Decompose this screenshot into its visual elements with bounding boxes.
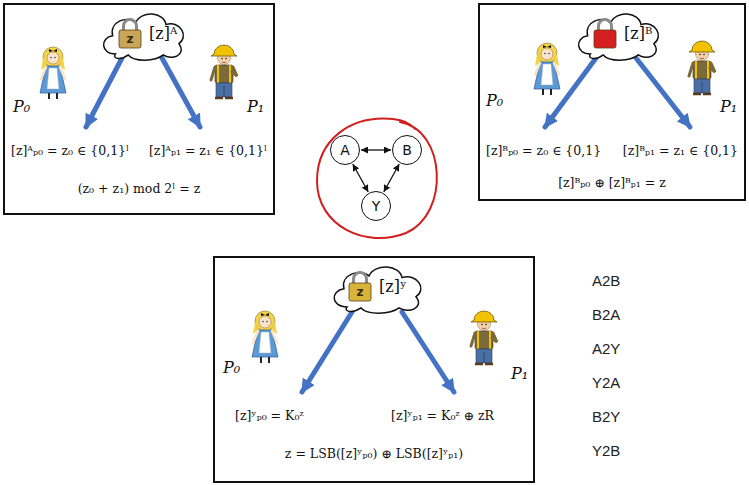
share-formula: [z]ᴬₚ₀ = z₀ ∈ {0,1}ˡ xyxy=(11,143,129,158)
party-label: P₁ xyxy=(511,364,528,383)
party-figure xyxy=(40,41,715,364)
share-formula: (z₀ + z₁) mod 2ˡ = z xyxy=(78,181,201,196)
sharing-type: Y xyxy=(372,198,381,215)
highlight-circle xyxy=(317,119,437,238)
sharing-box: [z]ᴮP₀ P₁ [z]ᴮₚ₀ = z₀ ∈ {0,1} [z]ᴮₚ₁ = z₁ ∈… xyxy=(478,3,746,201)
conversion-name: Y2A xyxy=(592,374,620,392)
party-label: P₀ xyxy=(13,97,30,116)
sharing-node: B xyxy=(392,135,422,165)
party-label: P₀ xyxy=(486,91,503,110)
party-label: P₀ xyxy=(223,358,240,377)
cloud-outline xyxy=(579,14,659,60)
sharing-node: Y xyxy=(361,191,391,221)
conversion-arrow xyxy=(353,164,369,192)
share-formula: [z]ᴮₚ₀ ⊕ [z]ᴮₚ₁ = z xyxy=(558,175,666,190)
lock-icon xyxy=(594,20,616,49)
share-formula: [z]ʸₚ₀ = K₀ᶻ xyxy=(235,408,304,423)
share-formula: [z]ᴬₚ₁ = z₁ ∈ {0,1}ˡ xyxy=(149,143,267,158)
conversion-arrow xyxy=(384,164,400,192)
conversion-name: A2Y xyxy=(592,340,620,358)
share-formula: [z]ᴮₚ₀ = z₀ ∈ {0,1} xyxy=(486,143,601,158)
secret-label: [z]ᴬ xyxy=(149,24,177,43)
secret-label: [z]ᴮ xyxy=(624,24,652,43)
conversion-name: B2A xyxy=(592,306,620,324)
sharing-type: B xyxy=(402,142,412,159)
sharing-box: z [z]ʸP₀ P₁ [z]ʸₚ₀ = K₀ᶻ [z]ʸₚ₁ = K₀ᶻ ⊕ zR z … xyxy=(213,256,535,483)
cloud-outline xyxy=(104,14,184,60)
secret-label: [z]ʸ xyxy=(379,277,407,296)
party-label: P₁ xyxy=(720,97,737,116)
cloud-shape xyxy=(327,262,427,314)
sharing-type: A xyxy=(340,142,350,159)
party-label: P₁ xyxy=(247,97,264,116)
conversion-arrow xyxy=(361,149,391,150)
share-formula: z = LSB([z]ʸₚ₀) ⊕ LSB([z]ʸₚ₁) xyxy=(285,446,463,461)
sharing-node: A xyxy=(330,135,360,165)
lock-icon xyxy=(349,273,371,302)
share-arrow xyxy=(86,58,690,392)
lock-letter: z xyxy=(127,33,134,45)
share-formula: [z]ᴮₚ₁ = z₁ ∈ {0,1} xyxy=(623,143,738,158)
secret-cloud: [z]ᴮ xyxy=(572,9,664,61)
conversion-name: B2Y xyxy=(592,408,620,426)
share-formula: [z]ʸₚ₁ = K₀ᶻ ⊕ zR xyxy=(391,408,494,423)
lock-icon xyxy=(119,20,141,49)
conversion-name: A2B xyxy=(592,272,620,290)
cloud-outline xyxy=(334,267,421,313)
lock-letter: z xyxy=(357,286,364,298)
secret-cloud: z [z]ᴬ xyxy=(97,9,189,61)
secret-cloud: z [z]ʸ xyxy=(327,262,427,314)
conversion-name: Y2B xyxy=(592,442,620,460)
sharing-box: z [z]ᴬP₀ P₁ [z]ᴬₚ₀ = z₀ ∈ {0,1}ˡ [z]ᴬₚ₁ = z₁… xyxy=(3,3,275,215)
